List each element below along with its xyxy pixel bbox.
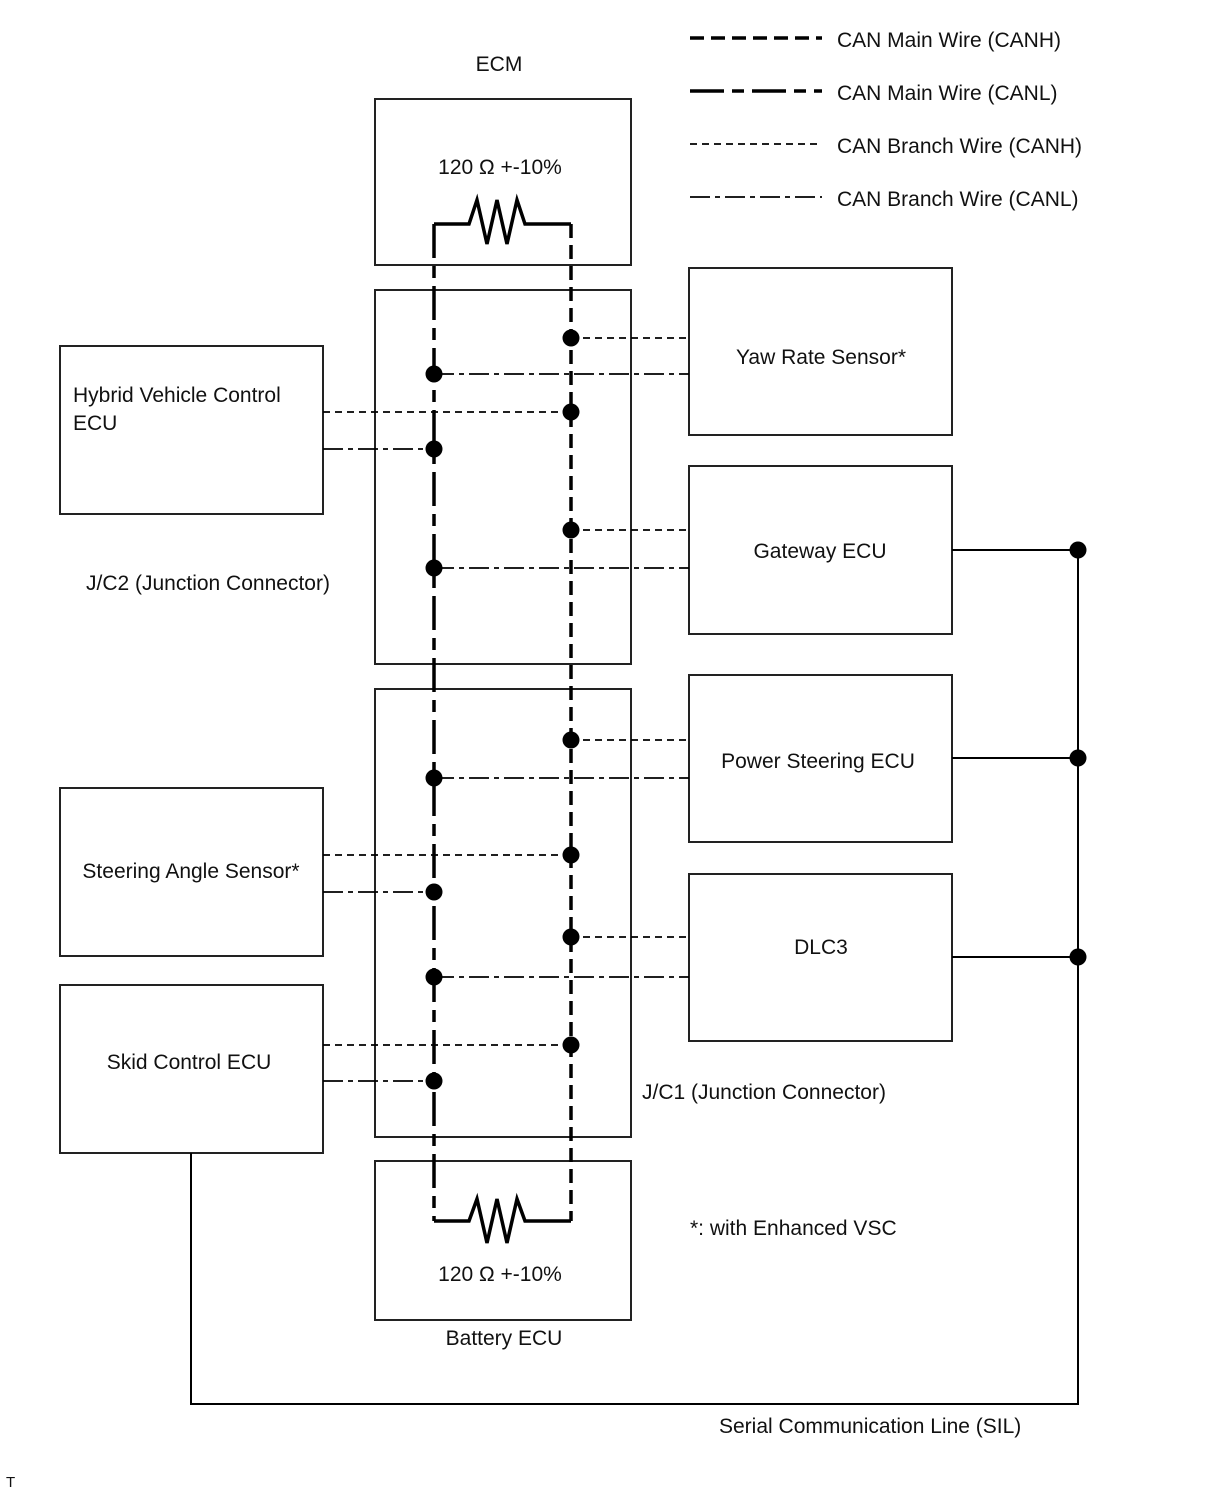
hybrid-ecu-label-line1: Hybrid Vehicle Control <box>73 384 281 407</box>
junction-dot <box>562 521 580 539</box>
skid-control-ecu-label: Skid Control ECU <box>107 1051 272 1074</box>
legend-canl-branch-label: CAN Branch Wire (CANL) <box>837 188 1079 211</box>
junction-dot <box>562 731 580 749</box>
ecm: ECM 120 Ω +-10% <box>374 53 632 266</box>
junction-dot <box>425 440 443 458</box>
sil-junction-dot <box>1069 541 1087 559</box>
hybrid-vehicle-control-ecu: Hybrid Vehicle Control ECU <box>59 345 324 515</box>
sil-junction-dot <box>1069 948 1087 966</box>
ecm-label: ECM <box>476 53 523 76</box>
power-steering-ecu-label: Power Steering ECU <box>721 750 915 773</box>
ecm-box <box>374 98 632 266</box>
legend-canl-main-label: CAN Main Wire (CANL) <box>837 82 1058 105</box>
jc2-label: J/C2 (Junction Connector) <box>86 572 330 595</box>
steering-angle-sensor: Steering Angle Sensor* <box>59 787 324 957</box>
serial-communication-line: Serial Communication Line (SIL) <box>190 541 1087 1438</box>
ecm-resistor-label: 120 Ω +-10% <box>438 156 562 179</box>
legend-canh-branch-label: CAN Branch Wire (CANH) <box>837 135 1082 158</box>
corner-mark: T <box>6 1474 15 1491</box>
junction-dot <box>425 365 443 383</box>
legend-canh-main-label: CAN Main Wire (CANH) <box>837 29 1061 52</box>
power-steering-ecu: Power Steering ECU <box>688 674 953 843</box>
jc1-box <box>374 688 632 1138</box>
battery-ecu: 120 Ω +-10% Battery ECU <box>374 1160 632 1350</box>
sil-junction-dot <box>1069 749 1087 767</box>
battery-ecu-resistor-zigzag <box>434 1192 571 1244</box>
sil-main-line <box>190 550 1079 1405</box>
junction-dot <box>562 846 580 864</box>
gateway-ecu-label: Gateway ECU <box>753 540 886 563</box>
junction-dot <box>425 769 443 787</box>
yaw-rate-sensor-box <box>688 267 953 436</box>
ecm-resistor-zigzag <box>434 193 571 245</box>
jc1-label: J/C1 (Junction Connector) <box>642 1081 886 1104</box>
junction-dot <box>425 559 443 577</box>
junction-dot <box>562 403 580 421</box>
jc2-box <box>374 289 632 665</box>
battery-ecu-box <box>374 1160 632 1321</box>
legend: CAN Main Wire (CANH) CAN Main Wire (CANL… <box>690 29 1082 211</box>
steering-angle-sensor-box <box>59 787 324 957</box>
battery-ecu-resistor-label: 120 Ω +-10% <box>438 1263 562 1286</box>
junction-dot <box>562 329 580 347</box>
dlc3: DLC3 <box>688 873 953 1042</box>
sil-label: Serial Communication Line (SIL) <box>719 1415 1021 1438</box>
yaw-rate-sensor-label: Yaw Rate Sensor* <box>736 346 906 369</box>
skid-control-ecu: Skid Control ECU <box>59 984 324 1154</box>
junction-dot <box>562 928 580 946</box>
hybrid-ecu-box <box>59 345 324 515</box>
hybrid-ecu-label-line2: ECU <box>73 412 117 435</box>
battery-ecu-label: Battery ECU <box>446 1327 563 1350</box>
gateway-ecu: Gateway ECU <box>688 465 953 635</box>
junction-dot <box>425 1072 443 1090</box>
junction-dot <box>425 968 443 986</box>
junction-dot <box>562 1036 580 1054</box>
steering-angle-sensor-label: Steering Angle Sensor* <box>82 860 299 883</box>
dlc3-label: DLC3 <box>794 936 848 959</box>
yaw-rate-sensor: Yaw Rate Sensor* <box>688 267 953 436</box>
footnote: *: with Enhanced VSC <box>690 1217 897 1240</box>
junction-dot <box>425 883 443 901</box>
